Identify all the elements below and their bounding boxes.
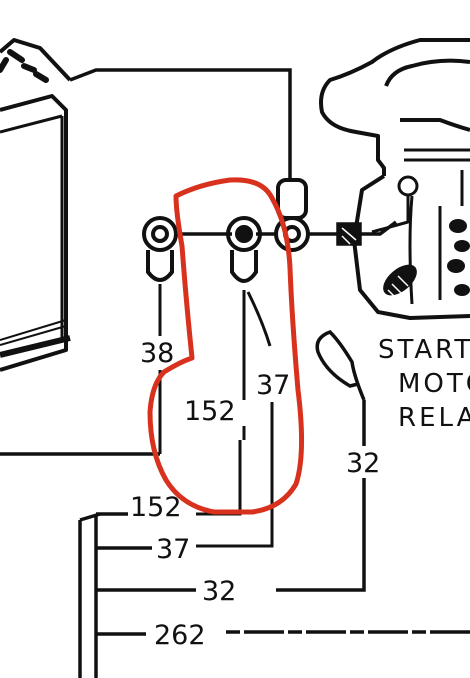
wire-label-32-lower: 32 bbox=[202, 576, 236, 607]
relay-coil-lines bbox=[387, 275, 409, 299]
harness-trunk bbox=[0, 452, 470, 678]
wire-label-38: 38 bbox=[140, 338, 174, 369]
wire-label-152-upper: 152 bbox=[184, 396, 236, 427]
relay-label-line1: START bbox=[378, 335, 470, 365]
wire-label-32-right: 32 bbox=[346, 448, 380, 479]
relay-coil-detail bbox=[383, 219, 470, 296]
battery-feed-wire bbox=[69, 68, 292, 182]
wire-32-path bbox=[276, 329, 366, 592]
battery bbox=[0, 38, 72, 372]
wire-label-152-lower: 152 bbox=[130, 492, 182, 523]
wire-label-262: 262 bbox=[154, 620, 206, 651]
relay-label-line2: MOTO bbox=[398, 369, 470, 399]
relay-label-line3: RELA bbox=[398, 403, 470, 433]
starter-motor-relay bbox=[319, 38, 470, 320]
ring-terminal-152-37 bbox=[226, 216, 262, 283]
wire-label-37-lower: 37 bbox=[156, 534, 190, 565]
bus-connector bbox=[336, 220, 398, 246]
wire-label-37-upper: 37 bbox=[256, 370, 290, 401]
highlight-outline bbox=[147, 177, 305, 515]
ring-terminal-38 bbox=[142, 216, 178, 294]
